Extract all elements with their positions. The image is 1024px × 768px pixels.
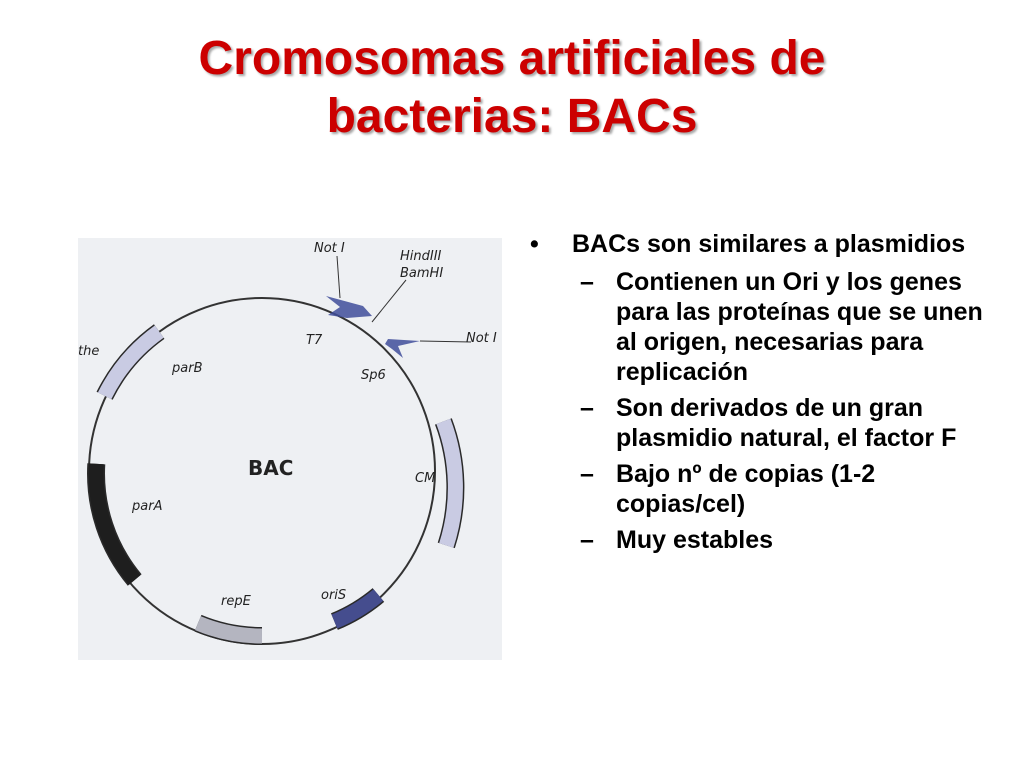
sub-bullet-ori: – Contienen un Ori y los genes para las … (524, 267, 994, 387)
bullet-list: • BACs son similares a plasmidios – Cont… (524, 229, 994, 561)
oris-segment (331, 589, 384, 629)
bac-center-label: BAC (248, 456, 293, 480)
parb-label: parB (171, 361, 203, 376)
plasmid-map: Not I HindIII BamHI Not I T7 Sp6 parB pa… (78, 241, 497, 646)
sub-bullet-factor-f: – Son derivados de un gran plasmidio nat… (524, 393, 994, 453)
hindiii-label: HindIII (400, 249, 442, 264)
not1-right-label: Not I (466, 331, 497, 346)
sub-bullet-text: Contienen un Ori y los genes para las pr… (616, 268, 983, 386)
cm-segment (436, 418, 463, 548)
sp6-promoter-arrow (385, 339, 420, 358)
sub-bullet-stable: – Muy estables (524, 525, 994, 555)
sub-bullet-marker: – (580, 526, 594, 554)
bullet-marker: • (530, 230, 539, 258)
bullet-main: • BACs son similares a plasmidios (524, 229, 994, 259)
t7-label: T7 (306, 333, 323, 348)
repe-segment (195, 616, 263, 644)
slide-title-line-2: bacterias: BACs (326, 90, 698, 143)
bamhi-label: BamHI (400, 266, 443, 281)
sub-bullet-copies: – Bajo nº de copias (1-2 copias/cel) (524, 459, 994, 519)
slide-title: Cromosomas artificiales de bacterias: BA… (0, 30, 1024, 146)
oris-label: oriS (321, 588, 346, 603)
sp6-label: Sp6 (361, 368, 386, 383)
para-label: parA (131, 499, 162, 514)
sub-bullet-text: Son derivados de un gran plasmidio natur… (616, 394, 957, 452)
not1-top-label: Not I (314, 241, 345, 256)
sub-bullet-marker: – (580, 394, 594, 422)
hindiii-leader (371, 279, 407, 323)
bac-plasmid-diagram: Not I HindIII BamHI Not I T7 Sp6 parB pa… (78, 238, 502, 660)
cm-label: CM (415, 471, 435, 486)
parb-segment (97, 325, 164, 400)
not1-right-leader (419, 340, 472, 343)
sub-bullet-marker: – (580, 268, 594, 296)
para-segment (88, 463, 141, 585)
sub-bullet-marker: – (580, 460, 594, 488)
sub-bullet-text: Muy estables (616, 526, 774, 554)
t7-promoter-arrow (326, 296, 372, 318)
sub-bullet-text: Bajo nº de copias (1-2 copias/cel) (616, 460, 876, 518)
repe-label: repE (221, 594, 252, 609)
slide-title-line-1: Cromosomas artificiales de (198, 32, 826, 85)
fragment-text: the (78, 344, 99, 359)
not1-top-leader (336, 255, 341, 299)
bullet-main-text: BACs son similares a plasmidios (572, 230, 966, 258)
